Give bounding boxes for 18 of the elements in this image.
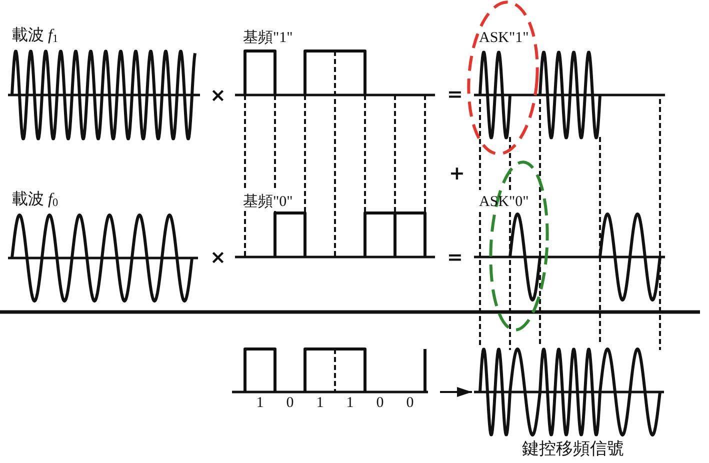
bit-label: 0 [376,395,384,412]
signal-caption: 鍵控移頻信號 [522,440,624,459]
bit-label: 1 [346,395,354,412]
bit-label: 0 [286,395,294,412]
multiply-sign: × [210,86,226,106]
bit-label: 0 [406,395,414,412]
bit-label: 1 [256,395,264,412]
equals-sign: = [447,84,463,106]
bit-label: 1 [316,395,324,412]
waveform-label: 基頻"1" [243,30,293,46]
equals-sign: = [447,248,463,268]
waveform-label: ASK"1" [479,30,529,46]
waveform-label: 載波 f$_{1}$ [12,27,58,45]
arrow [440,387,472,397]
waveform-label: 載波 f$_{0}$ [12,191,58,209]
waveform-label: 基頻"0" [243,194,293,210]
multiply-sign: × [210,248,226,268]
plus-sign: + [449,164,465,184]
